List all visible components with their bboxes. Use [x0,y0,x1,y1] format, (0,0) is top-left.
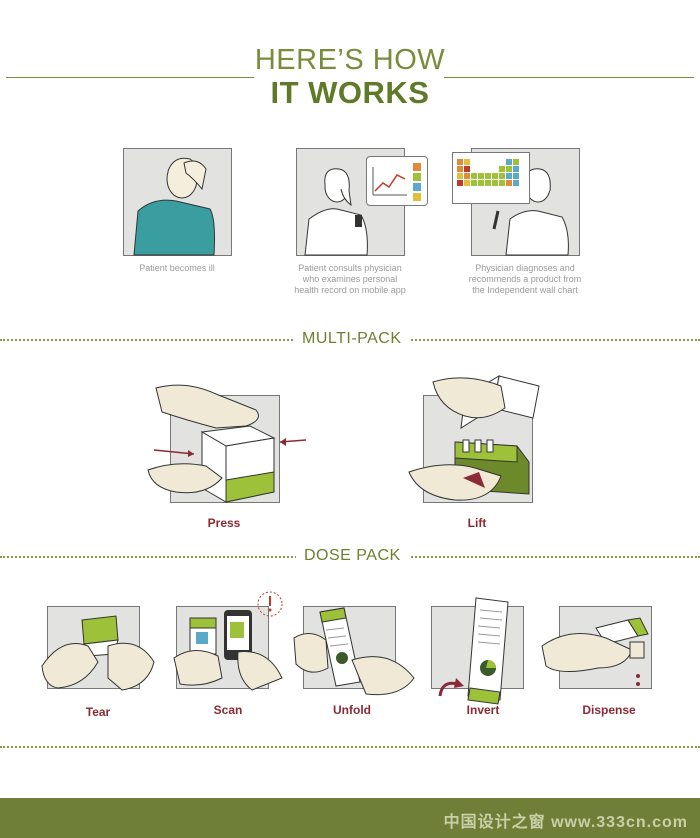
press-illustration [147,384,307,503]
line-chart-icon [372,163,421,201]
step-caption-3: Physician diagnoses and recommends a pro… [468,263,582,295]
header-rule-right [444,77,694,78]
bottom-divider [0,746,700,748]
press-label: Press [207,516,241,530]
tear-illustration [41,615,155,691]
footer-bar [0,798,700,838]
page-title-line1: HERE’S HOW [254,44,446,76]
lift-label: Lift [467,516,487,530]
step-caption-1: Patient becomes ill [139,263,215,273]
lift-illustration [408,375,540,501]
lift-arrow-icon [463,472,485,488]
step-panel-diagnose [471,148,580,256]
dispense-illustration [541,617,649,686]
step-panel-patient-ill [123,148,232,256]
unfold-label: Unfold [333,703,371,717]
alert-icon [257,591,283,617]
sick-patient-illustration [133,157,215,256]
pie-icon [336,652,348,664]
speech-bubble-chart [366,156,428,206]
invert-illustration [438,597,509,705]
dosepack-title: DOSE PACK [296,547,409,565]
invert-label: Invert [466,703,500,717]
tear-label: Tear [85,705,111,719]
scan-illustration [173,591,283,691]
unfold-illustration [293,607,415,696]
page-title-line2: IT WORKS [270,75,430,110]
header-rule-left [6,77,254,78]
physician-wallchart-illustration [492,168,569,256]
press-arrow-left-icon [153,449,195,455]
wall-chart [452,152,530,204]
physician-phone-illustration [304,168,368,256]
periodic-chart-icon [457,159,519,186]
watermark: 中国设计之窗 www.333cn.com [443,814,688,831]
step-caption-2: Patient consults physician who examines … [294,263,406,295]
scan-label: Scan [213,703,243,717]
dispense-label: Dispense [582,703,636,717]
multipack-title: MULTI-PACK [294,330,410,348]
